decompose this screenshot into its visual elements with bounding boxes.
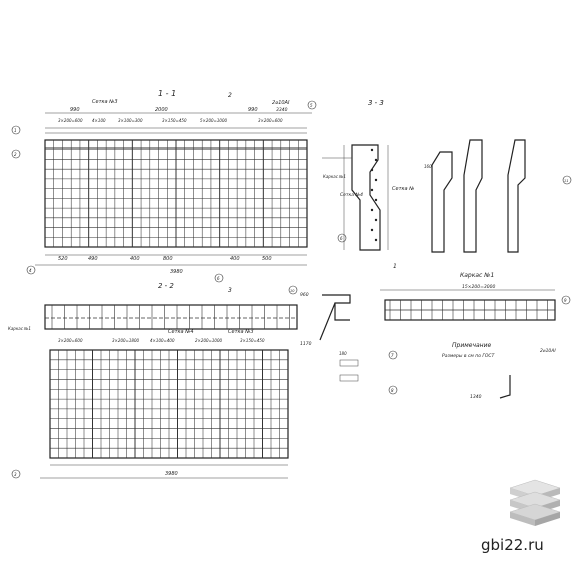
karkas-bars: [389, 300, 548, 320]
dim-400a: 400: [130, 256, 140, 262]
rebar-dot: [374, 178, 378, 182]
rebar-dot: [374, 158, 378, 162]
callout-5: 5: [310, 103, 313, 108]
dim-500: 500: [262, 256, 272, 262]
pitch-t1: 3×200=600: [58, 118, 83, 123]
rebar-dot: [374, 238, 378, 242]
dim-520: 520: [58, 256, 68, 262]
pitch-m1: 3×200=600: [58, 338, 83, 343]
dim-400b: 400: [230, 256, 240, 262]
callout-7: 7: [391, 353, 394, 358]
mesh-bottom-view: 3×200=600 3×200=1800 4×100=400 2×200=100…: [11, 338, 312, 479]
gbi22-logo-icon: [509, 479, 561, 526]
rebar-dots: [370, 148, 378, 242]
pitch-t3: 3×100=300: [118, 118, 143, 123]
dim-990a: 990: [70, 107, 80, 113]
title-sec33: 3 - 3: [368, 99, 384, 107]
label-setka4: Сетка №4: [340, 192, 363, 198]
dim-490: 490: [88, 256, 98, 262]
dim-2000: 2000: [155, 107, 168, 113]
dim-1340: 1340: [470, 394, 482, 400]
rebar-dot: [370, 228, 374, 232]
dim-160: 160: [424, 164, 432, 169]
label-mark3: 3: [228, 287, 232, 294]
rebar-dot: [374, 198, 378, 202]
pitch-m2: 3×200=1800: [112, 338, 140, 343]
label-mark2: 2: [228, 92, 232, 99]
label-setka4b: Сетка №4: [168, 329, 194, 335]
title-karkas: Каркас №1: [460, 272, 494, 279]
pitch-t4: 3×150=450: [162, 118, 187, 123]
label-setka5: Сетка №3: [228, 329, 254, 335]
section-2-2-view: 2 - 2 Каркас №1 Сетка №4 Сетка №3: [8, 282, 298, 335]
watermark-text: gbi22.ru: [481, 536, 544, 554]
strip-bars: [51, 305, 290, 329]
dim-3980: 3980: [170, 269, 183, 275]
rebar-dot: [370, 188, 374, 192]
dim-1170: 1170: [300, 341, 312, 347]
callout-2: 2: [14, 152, 17, 157]
callout-bar-len: 3340: [276, 107, 288, 113]
dim-960: 960: [300, 292, 309, 298]
callout-8: 8: [391, 388, 394, 393]
rebar-dot: [370, 208, 374, 212]
callout-3: 3: [14, 472, 17, 477]
callout-11: 11: [564, 179, 568, 183]
rebar-dot: [374, 218, 378, 222]
callout-6b: 6: [340, 236, 343, 241]
label-karkas: Каркас №1: [323, 174, 346, 179]
mesh-grid-top: [45, 140, 307, 247]
label-karkas2: Каркас №1: [8, 326, 31, 331]
mesh-grid-bottom: [50, 350, 288, 458]
label-setka3: Сетка №3: [92, 99, 118, 105]
title-sec11: 1 - 1: [158, 89, 176, 98]
detail-karkas-1: 10 960 180 7 8 Каркас №1 15×200=3000 9 П…: [288, 272, 571, 400]
rebar-dot: [370, 168, 374, 172]
bar-details: 160 11: [424, 139, 572, 253]
frame-pitch: 15×200=3000: [462, 284, 495, 290]
callout-9: 9: [564, 298, 567, 303]
pitch-t5: 5×200=1000: [200, 118, 228, 123]
title-sec22: 2 - 2: [158, 282, 174, 290]
callout-4: 4: [29, 268, 32, 273]
label-prim: Примечание: [452, 342, 491, 349]
section-3-3-view: 3 - 3 Сетка №4 Сетка № Каркас №1 1 6: [322, 99, 414, 270]
label-prim-text: Размеры в см по ГОСТ: [442, 353, 496, 359]
pitch-t6: 3×200=600: [258, 118, 283, 123]
section-1-1-view: 1 - 1 Сетка №3 2 2⌀10AI 3340 5 990 2000 …: [11, 89, 317, 294]
dim-990b: 990: [248, 107, 258, 113]
callout-bar-spec: 2⌀10AI: [272, 100, 290, 106]
pitch-t2: 4×100: [92, 118, 106, 123]
label-mark1: 1: [393, 263, 397, 270]
dim-180: 180: [339, 351, 347, 356]
pitch-m3: 4×100=400: [150, 338, 175, 343]
rebar-dot: [370, 148, 374, 152]
pitch-m5: 3×150=450: [240, 338, 265, 343]
label-setka-right: Сетка №: [392, 186, 414, 192]
callout-6: 6: [217, 276, 220, 281]
dim-3980b: 3980: [165, 471, 178, 477]
dim-800: 800: [163, 256, 173, 262]
spec-right: 2⌀10AI: [540, 348, 556, 354]
pitch-m4: 2×200=1000: [195, 338, 223, 343]
callout-10: 10: [290, 289, 295, 293]
callout-1: 1: [14, 128, 17, 133]
